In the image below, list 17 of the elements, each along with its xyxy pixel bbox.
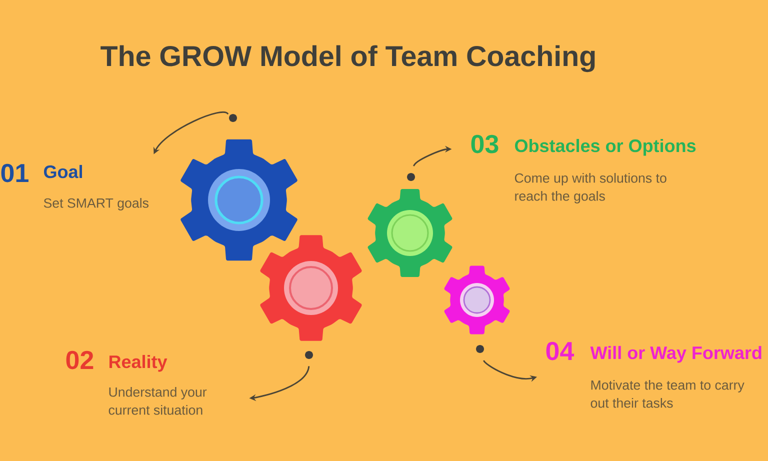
step-heading: Obstacles or Options xyxy=(515,138,696,156)
gear xyxy=(444,266,510,334)
title: The GROW Model of Team Coaching xyxy=(100,45,595,72)
step-number: 03 xyxy=(471,134,498,154)
gear xyxy=(180,139,298,261)
step-heading: Goal xyxy=(44,164,82,178)
gear xyxy=(260,235,362,341)
step-number: 02 xyxy=(66,350,94,370)
step-heading: Will or Way Forward xyxy=(590,346,762,363)
step-description: Understand your current situation xyxy=(108,387,207,415)
step-number: 04 xyxy=(546,342,574,360)
step-description: Motivate the team to carry out their tasks xyxy=(590,380,744,408)
gear xyxy=(368,188,452,278)
step-heading: Reality xyxy=(109,354,168,372)
step-description: Come up with solutions to reach the goals xyxy=(514,173,666,204)
step-number: 01 xyxy=(1,164,28,182)
step-description: Set SMART goals xyxy=(44,198,148,210)
